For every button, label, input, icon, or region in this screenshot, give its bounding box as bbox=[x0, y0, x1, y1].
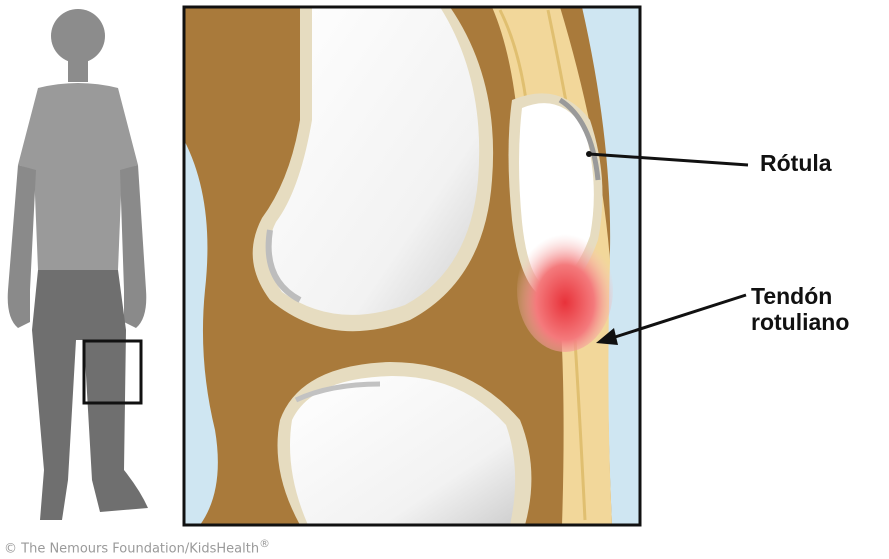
copyright-credit: © The Nemours Foundation/KidsHealth® bbox=[4, 537, 270, 556]
human-silhouette bbox=[8, 9, 148, 520]
patella-label: Rótula bbox=[760, 150, 832, 176]
inflammation-area bbox=[517, 228, 613, 352]
patellar-tendon-label-line1: Tendón bbox=[751, 283, 849, 309]
patellar-tendon-label: Tendón rotuliano bbox=[751, 283, 849, 335]
credit-text: © The Nemours Foundation/KidsHealth bbox=[4, 541, 259, 556]
knee-cross-section bbox=[184, 7, 640, 525]
patellar-tendon-label-line2: rotuliano bbox=[751, 309, 849, 335]
registered-mark: ® bbox=[259, 537, 270, 550]
